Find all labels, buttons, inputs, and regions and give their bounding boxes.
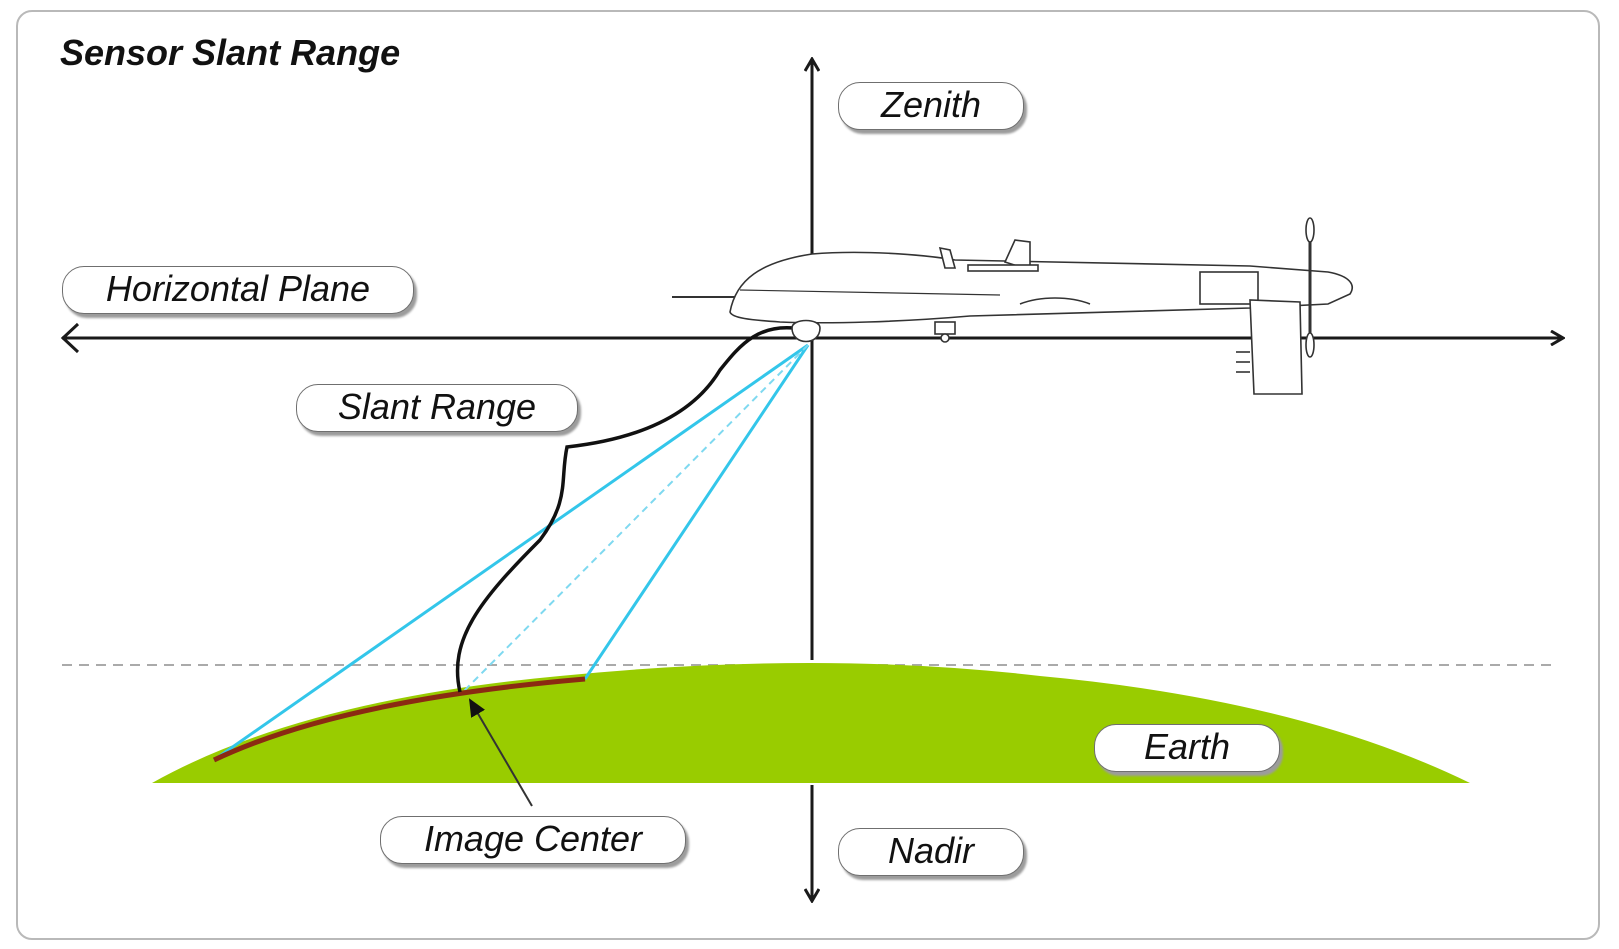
- horizontal-plane-label: Horizontal Plane: [62, 266, 414, 314]
- ground-footprint: [212, 676, 586, 763]
- zenith-label: Zenith: [838, 82, 1024, 130]
- slant-range-label: Slant Range: [296, 384, 578, 432]
- image-center-label: Image Center: [380, 816, 686, 864]
- uav-aircraft-icon: [672, 217, 1353, 395]
- image-center-pointer: [468, 698, 533, 807]
- sight-line-far: [213, 343, 809, 762]
- sight-line-center: [462, 344, 809, 693]
- nadir-label: Nadir: [838, 828, 1024, 876]
- sight-line-near: [583, 344, 810, 680]
- horizontal-arrow-left-head: [60, 322, 80, 354]
- earth-label: Earth: [1094, 724, 1280, 772]
- slant-range-brace: [455, 326, 807, 693]
- diagram-frame: [16, 10, 1600, 940]
- diagram-title: Sensor Slant Range: [60, 32, 401, 73]
